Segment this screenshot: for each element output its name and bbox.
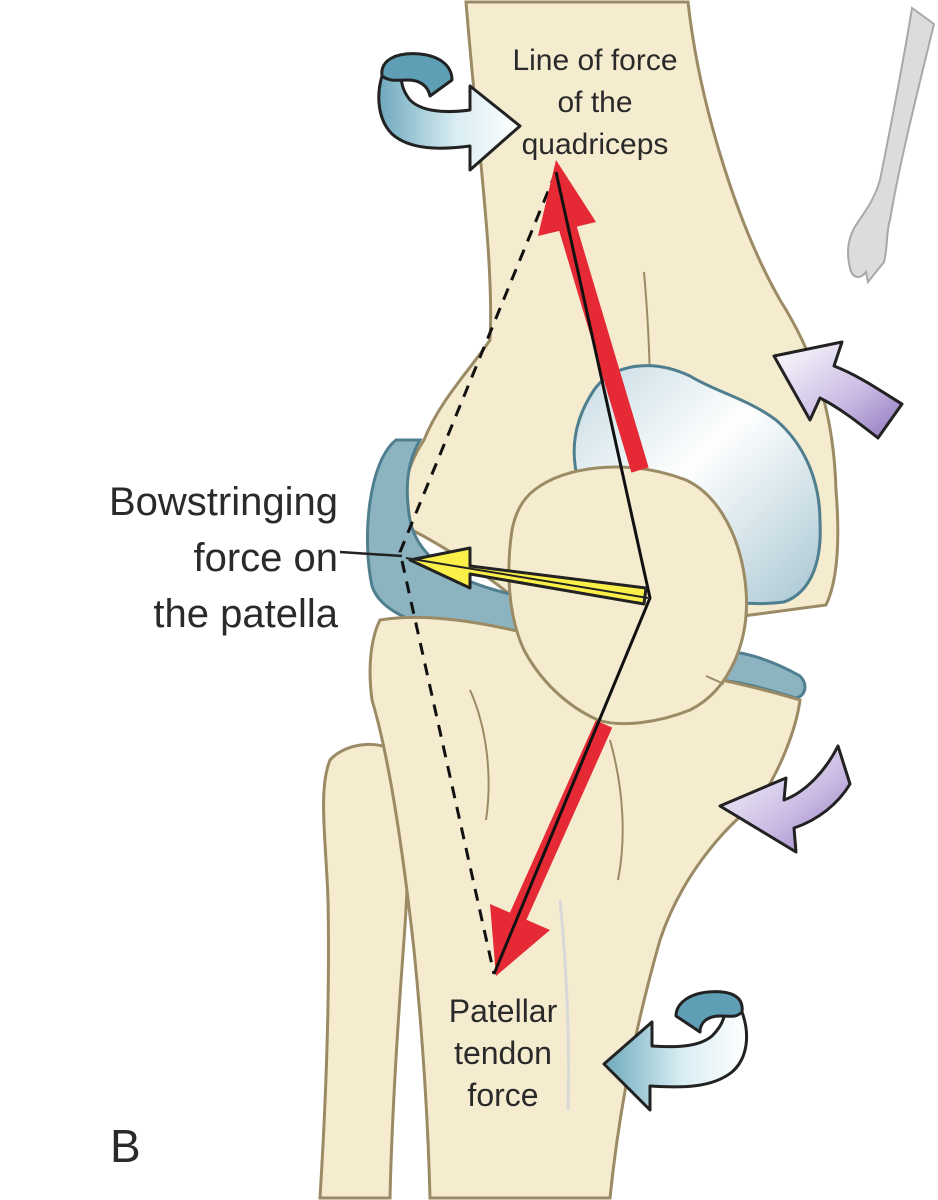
bowstringing-label-line: force on [193,536,338,580]
tendon-label-line: tendon [454,1035,552,1071]
force-resultant-lines [492,171,652,975]
patella-mark [705,675,725,685]
push-arrow-lower-icon [718,744,852,854]
rotation-arrow-top-icon [377,52,522,172]
tendon-label-line: force [467,1077,539,1113]
tibial-tuberosity-line [558,899,571,1111]
tibia-inner-line [609,739,624,881]
bowstringing-label-leader [339,550,403,558]
quadriceps-force-label: Line of force of the quadriceps [480,40,710,166]
push-arrow-upper-icon [772,340,904,440]
force-diagram-dashed-lines [398,171,558,975]
rotation-arrow-bottom-icon [602,990,749,1112]
quadriceps-label-line: Line of force [512,44,678,77]
bowstringing-force-vector [405,546,649,606]
tendon-label-line: Patellar [448,993,558,1029]
patellar-tendon-force-label: Patellar tendon force [418,990,588,1116]
quadriceps-label-line: of the [557,86,633,119]
bowstringing-label-line: the patella [153,592,338,636]
bowstringing-label-line: Bowstringing [108,480,338,524]
panel-letter: B [110,1120,141,1172]
tibia-notch-line [469,689,490,821]
bowstringing-force-label: Bowstringing force on the patella [20,474,338,642]
arm-silhouette-icon [847,6,936,285]
quadriceps-label-line: quadriceps [521,128,669,161]
